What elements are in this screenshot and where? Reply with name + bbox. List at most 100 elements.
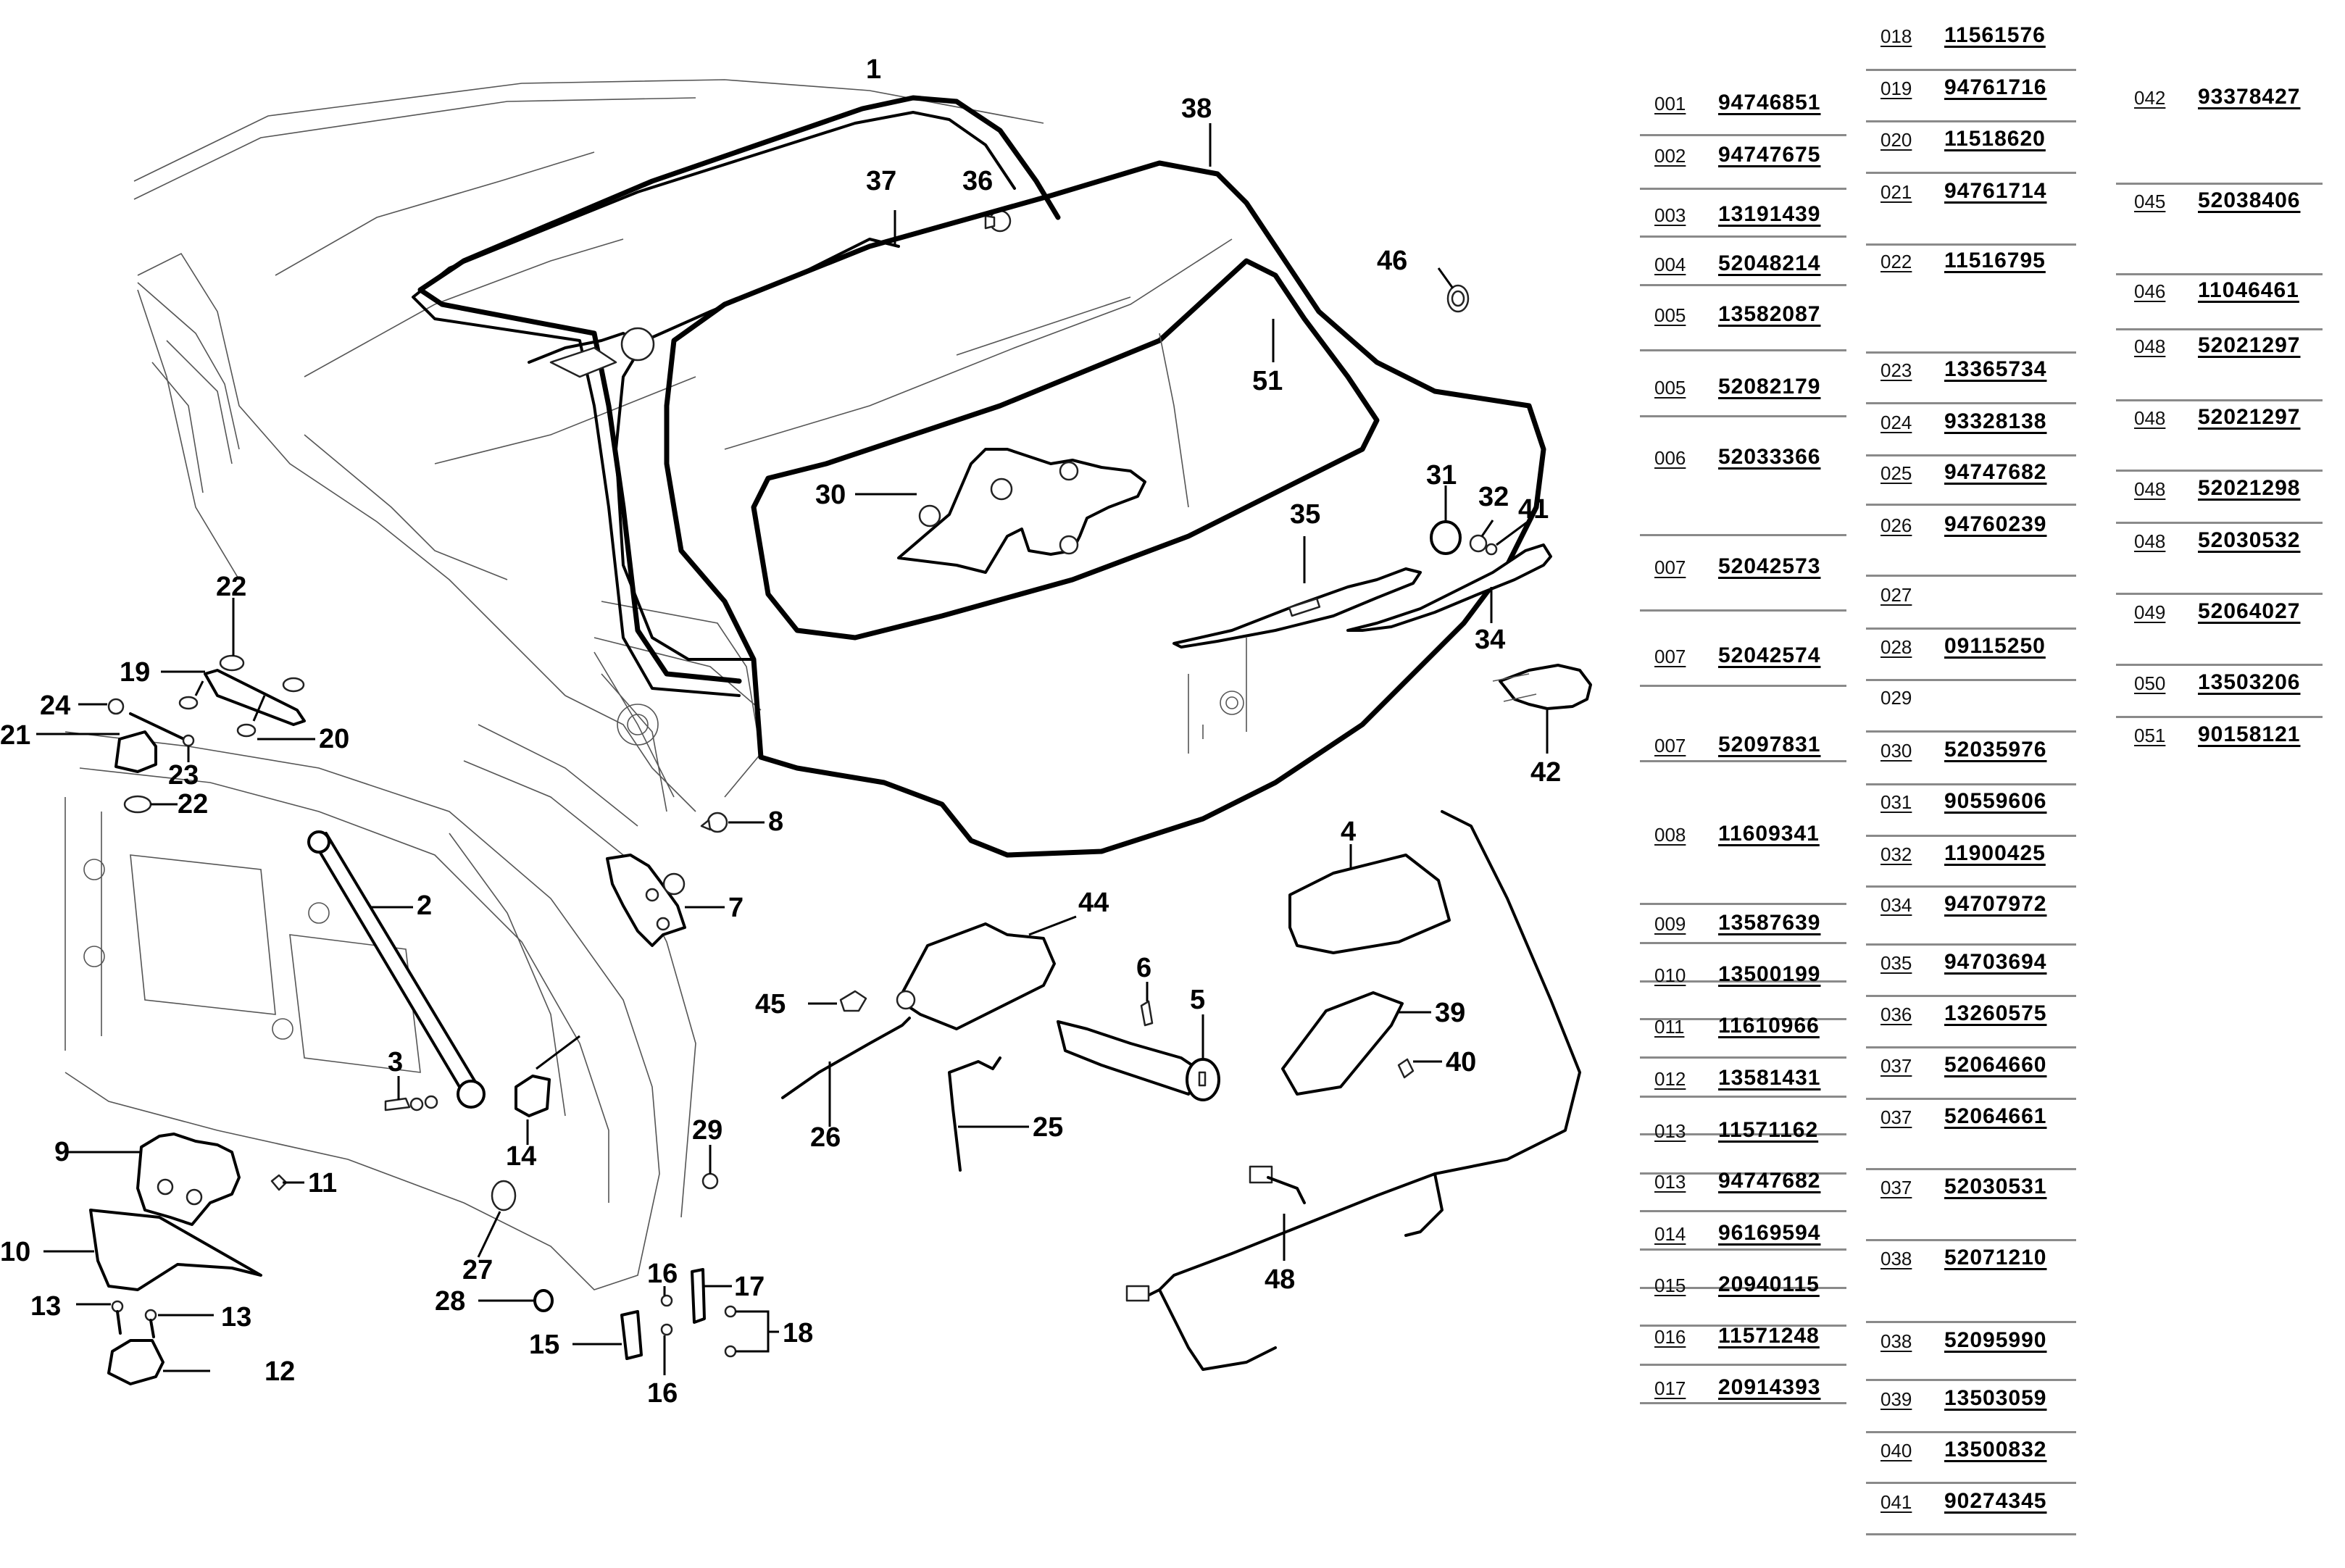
part-38-tailgate-panel[interactable] [664, 123, 1546, 858]
position-number[interactable]: 004 [1654, 254, 1686, 275]
part-16-bolt-upper[interactable] [660, 1286, 673, 1307]
part-number-link[interactable]: 52030531 [1944, 1175, 2047, 1198]
part-32-nut[interactable] [1469, 520, 1494, 553]
part-3-ball-stud[interactable] [384, 1076, 438, 1112]
part-number-link[interactable]: 96169594 [1718, 1221, 1821, 1245]
part-number-link[interactable]: 93378427 [2198, 85, 2301, 109]
callout-18[interactable]: 18 [783, 1318, 813, 1348]
part-number-link[interactable]: 52030532 [2198, 528, 2301, 552]
callout-16b[interactable]: 16 [647, 1378, 678, 1409]
position-number[interactable]: 030 [1880, 740, 1912, 762]
callout-23[interactable]: 23 [168, 760, 199, 791]
position-number[interactable]: 005 [1654, 377, 1686, 399]
part-17-hinge-plate[interactable] [691, 1268, 732, 1324]
part-number-link[interactable]: 52048214 [1718, 251, 1821, 275]
position-number[interactable]: 037 [1880, 1177, 1912, 1198]
part-number-link[interactable]: 13587639 [1718, 911, 1821, 935]
position-number[interactable]: 012 [1654, 1068, 1686, 1090]
callout-36[interactable]: 36 [962, 166, 993, 196]
position-number[interactable]: 037 [1880, 1055, 1912, 1077]
position-number[interactable]: 038 [1880, 1248, 1912, 1269]
part-22-bumper-upper[interactable] [219, 598, 245, 672]
part-number-link[interactable]: 52042574 [1718, 643, 1821, 667]
position-number[interactable]: 038 [1880, 1330, 1912, 1352]
part-14-bump-stop[interactable] [515, 1035, 580, 1145]
position-number[interactable]: 048 [2134, 335, 2166, 357]
part-30-wiper-motor[interactable] [855, 448, 1146, 574]
part-19-handle[interactable] [161, 669, 306, 726]
position-number[interactable]: 036 [1880, 1004, 1912, 1025]
part-8-clip[interactable] [700, 812, 765, 833]
part-45-clip[interactable] [808, 990, 867, 1012]
callout-34[interactable]: 34 [1475, 625, 1505, 655]
position-number[interactable]: 016 [1654, 1326, 1686, 1348]
position-number[interactable]: 050 [2134, 672, 2166, 694]
position-number[interactable]: 025 [1880, 462, 1912, 484]
position-number[interactable]: 045 [2134, 191, 2166, 212]
part-28-bumper[interactable] [478, 1289, 554, 1312]
part-number-link[interactable]: 94747682 [1718, 1169, 1821, 1193]
position-number[interactable]: 024 [1880, 412, 1912, 433]
part-number-link[interactable]: 52033366 [1718, 445, 1821, 469]
part-number-link[interactable]: 11900425 [1944, 841, 2046, 865]
callout-16a[interactable]: 16 [647, 1259, 678, 1289]
callout-31[interactable]: 31 [1426, 460, 1457, 491]
position-number[interactable]: 042 [2134, 87, 2166, 109]
callout-44[interactable]: 44 [1078, 888, 1109, 918]
part-44-lock-actuator[interactable] [896, 915, 1077, 1030]
callout-1[interactable]: 1 [866, 54, 881, 85]
callout-48[interactable]: 48 [1265, 1264, 1295, 1295]
position-number[interactable]: 015 [1654, 1275, 1686, 1296]
position-number[interactable]: 028 [1880, 636, 1912, 658]
part-number-link[interactable]: 11046461 [2198, 278, 2299, 302]
part-number-link[interactable]: 11610966 [1718, 1014, 1820, 1038]
part-15-hinge-bracket[interactable] [572, 1310, 643, 1360]
position-number[interactable]: 023 [1880, 359, 1912, 381]
part-41-washer[interactable] [1485, 517, 1533, 556]
part-22-bumper-lower[interactable] [123, 795, 178, 814]
part-number-link[interactable]: 94760239 [1944, 512, 2047, 536]
part-number-link[interactable]: 52071210 [1944, 1246, 2047, 1269]
part-29-nut[interactable] [701, 1145, 719, 1190]
callout-21[interactable]: 21 [0, 720, 30, 751]
part-number-link[interactable]: 94747682 [1944, 460, 2047, 484]
position-number[interactable]: 013 [1654, 1120, 1686, 1142]
part-number-link[interactable]: 11571162 [1718, 1118, 1819, 1142]
position-number[interactable]: 031 [1880, 791, 1912, 813]
part-10-trim[interactable] [43, 1209, 262, 1291]
callout-13a[interactable]: 13 [30, 1291, 61, 1322]
position-number[interactable]: 018 [1880, 25, 1912, 47]
part-number-link[interactable]: 13503206 [2198, 670, 2301, 694]
position-number[interactable]: 008 [1654, 824, 1686, 846]
position-number[interactable]: 005 [1654, 304, 1686, 326]
part-number-link[interactable]: 94761714 [1944, 179, 2047, 203]
part-number-link[interactable]: 11561576 [1944, 23, 2046, 47]
position-number[interactable]: 048 [2134, 407, 2166, 429]
part-5-lock-cylinder[interactable] [1057, 1014, 1220, 1101]
callout-30[interactable]: 30 [815, 480, 846, 510]
callout-15[interactable]: 15 [529, 1330, 559, 1360]
callout-9[interactable]: 9 [54, 1137, 70, 1167]
callout-6[interactable]: 6 [1136, 953, 1151, 983]
part-40-bulb[interactable] [1397, 1058, 1442, 1079]
part-27-plug[interactable] [477, 1180, 517, 1258]
position-number[interactable]: 003 [1654, 204, 1686, 226]
part-number-link[interactable]: 52064027 [2198, 599, 2301, 623]
part-number-link[interactable]: 94703694 [1944, 950, 2047, 974]
position-number[interactable]: 048 [2134, 530, 2166, 552]
part-36-clip[interactable] [984, 209, 1012, 233]
part-number-link[interactable]: 52042573 [1718, 554, 1821, 578]
position-number[interactable]: 040 [1880, 1440, 1912, 1461]
part-number-link[interactable]: 94747675 [1718, 143, 1821, 167]
position-number[interactable]: 011 [1654, 1016, 1685, 1038]
part-number-link[interactable]: 94707972 [1944, 892, 2047, 916]
part-26-rod[interactable] [781, 1017, 911, 1127]
part-number-link[interactable]: 11571248 [1718, 1324, 1820, 1348]
part-23-pin[interactable] [129, 712, 195, 762]
position-number[interactable]: 049 [2134, 601, 2166, 623]
callout-14[interactable]: 14 [506, 1141, 536, 1172]
callout-27[interactable]: 27 [462, 1255, 493, 1285]
callout-3[interactable]: 3 [388, 1047, 403, 1077]
position-number[interactable]: 037 [1880, 1106, 1912, 1128]
position-number[interactable]: 026 [1880, 514, 1912, 536]
